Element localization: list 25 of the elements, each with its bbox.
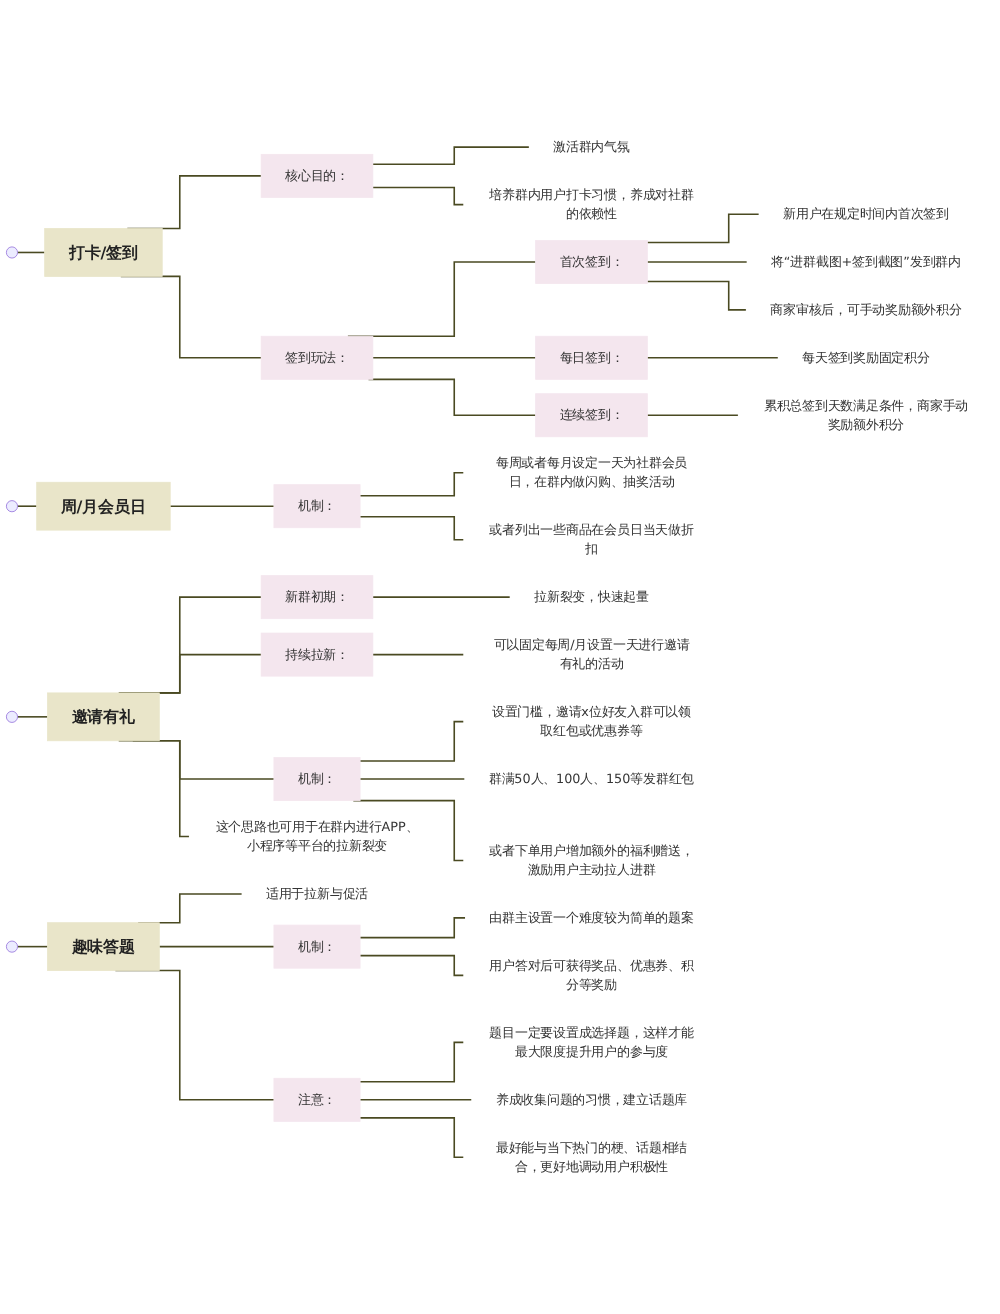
connector (359, 917, 467, 939)
connector (646, 261, 748, 263)
connector (372, 357, 537, 359)
connector (359, 954, 465, 977)
connector (16, 505, 38, 507)
connector (359, 1099, 473, 1101)
connector (646, 213, 760, 244)
connector (372, 146, 531, 165)
connector (16, 716, 49, 718)
connector (359, 515, 465, 541)
connector (158, 945, 275, 948)
connector (16, 251, 46, 254)
connector (646, 280, 748, 311)
connector (169, 505, 275, 507)
connector (372, 596, 511, 598)
connector (359, 471, 465, 497)
connector (646, 357, 779, 359)
connector (359, 1041, 465, 1083)
connector (646, 414, 740, 417)
connector (359, 778, 466, 780)
connector (372, 186, 465, 206)
connector (372, 653, 465, 656)
connector (359, 720, 465, 762)
connector (359, 1117, 465, 1159)
connector (16, 945, 49, 948)
